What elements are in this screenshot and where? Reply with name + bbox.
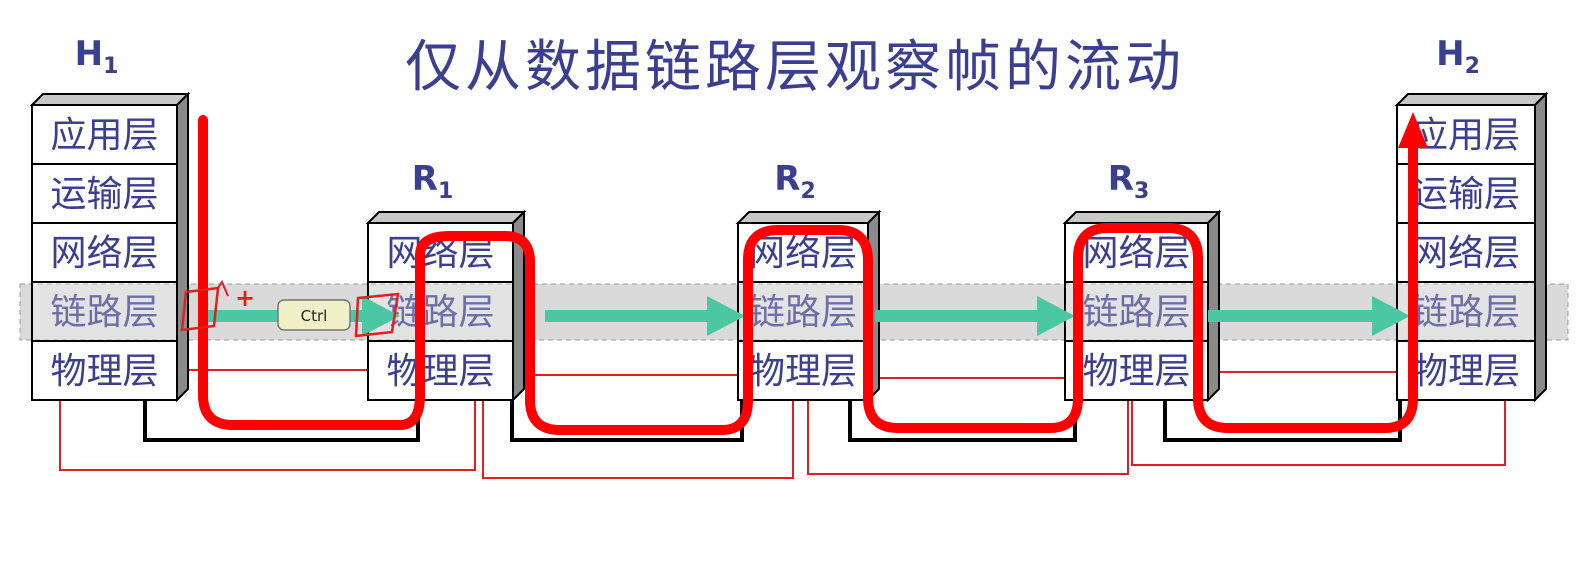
layer-label: 物理层 bbox=[386, 351, 494, 392]
layer-box bbox=[737, 340, 869, 401]
plus-mark: + bbox=[235, 284, 255, 312]
layer-label: 应用层 bbox=[1412, 115, 1520, 156]
cable-3 bbox=[848, 400, 1077, 442]
frame-flow-arrowhead bbox=[1398, 112, 1428, 148]
physical-link-outline-2 bbox=[482, 374, 794, 479]
layer-label: 网络层 bbox=[1082, 233, 1190, 274]
layer-label: 物理层 bbox=[749, 351, 857, 392]
frame-arrow-4-shaft bbox=[1208, 310, 1376, 322]
layer-box bbox=[1064, 340, 1209, 401]
node-side-face bbox=[1534, 91, 1547, 403]
layer-box bbox=[31, 163, 178, 224]
ctrl-key-badge bbox=[277, 299, 351, 331]
layer-label: 物理层 bbox=[1412, 351, 1520, 392]
layer-box bbox=[31, 222, 178, 283]
frame-arrow-2-head bbox=[707, 296, 745, 336]
layer-label: 运输层 bbox=[50, 174, 158, 215]
layer-box bbox=[31, 340, 178, 401]
node-name: R1 bbox=[412, 159, 454, 204]
node-top-face bbox=[1062, 211, 1222, 224]
ctrl-key-label: Ctrl bbox=[301, 307, 328, 325]
layer-box bbox=[31, 104, 178, 165]
layer-box bbox=[1396, 222, 1536, 283]
layer-box bbox=[31, 281, 178, 342]
layer-label: 链路层 bbox=[50, 292, 158, 333]
node-top-face bbox=[735, 211, 882, 224]
frame-arrow-3-shaft bbox=[875, 310, 1041, 322]
layer-box bbox=[1396, 281, 1536, 342]
layer-label: 运输层 bbox=[1412, 174, 1520, 215]
selection-mark-left bbox=[180, 286, 220, 332]
selection-mark-right bbox=[354, 292, 400, 338]
frame-arrow-1-head bbox=[362, 296, 400, 336]
layer-label: 网络层 bbox=[50, 233, 158, 274]
node-name: R2 bbox=[774, 159, 816, 204]
node-top-face bbox=[365, 211, 527, 224]
layer-box bbox=[1396, 340, 1536, 401]
frame-arrow-4-head bbox=[1372, 296, 1410, 336]
layer-label: 链路层 bbox=[1412, 292, 1520, 333]
physical-link-outline-4 bbox=[1131, 371, 1506, 466]
layer-label: 网络层 bbox=[1412, 233, 1520, 274]
node-side-face bbox=[1207, 209, 1220, 403]
layer-label: 链路层 bbox=[386, 292, 494, 333]
node-top-face bbox=[29, 93, 191, 106]
frame-arrow-2-shaft bbox=[545, 310, 711, 322]
layer-label: 网络层 bbox=[749, 233, 857, 274]
layer-box bbox=[367, 340, 514, 401]
layer-label: 链路层 bbox=[1082, 292, 1190, 333]
node-side-face bbox=[176, 91, 189, 403]
frame-arrow-3-head bbox=[1037, 296, 1075, 336]
node-name: H1 bbox=[75, 34, 119, 79]
layer-label: 应用层 bbox=[50, 115, 158, 156]
node-name: H2 bbox=[1436, 34, 1480, 79]
node-top-face bbox=[1394, 93, 1549, 106]
layer-label: 物理层 bbox=[1082, 351, 1190, 392]
physical-link-outline-3 bbox=[807, 377, 1129, 475]
layer-label: 链路层 bbox=[749, 292, 857, 333]
physical-link-outline-1 bbox=[59, 369, 476, 471]
selection-tick bbox=[217, 279, 229, 297]
layer-box bbox=[737, 281, 869, 342]
layer-label: 物理层 bbox=[50, 351, 158, 392]
layer-box bbox=[1396, 163, 1536, 224]
node-name: R3 bbox=[1108, 159, 1150, 204]
diagram-title: 仅从数据链路层观察帧的流动 bbox=[405, 35, 1185, 100]
frame-flow-path bbox=[198, 115, 1418, 435]
